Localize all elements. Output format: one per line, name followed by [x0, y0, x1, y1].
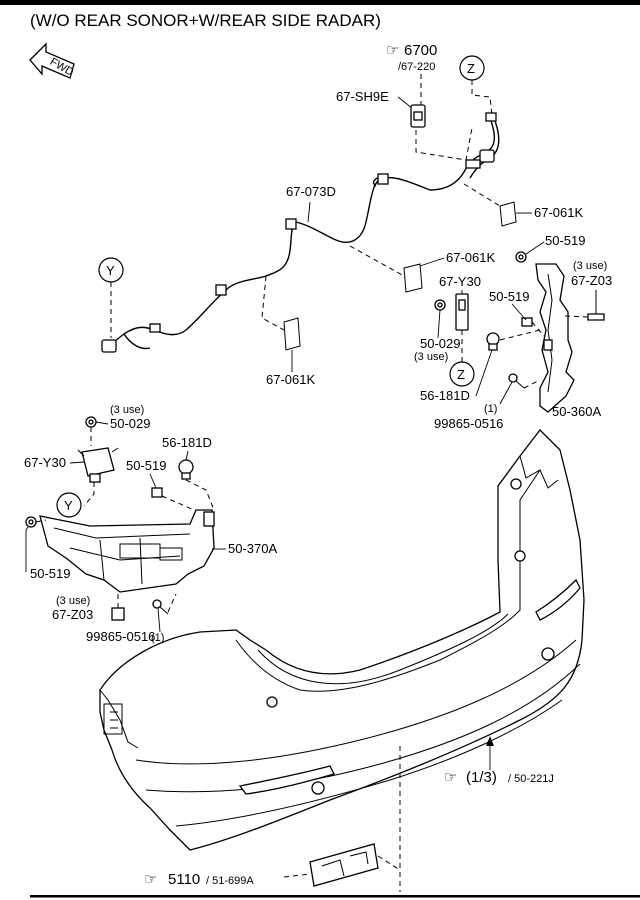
z-marker-right-label: Z	[457, 367, 465, 382]
callout-56-181D-b: 56-181D	[162, 435, 212, 450]
svg-text:☞: ☞	[386, 42, 399, 59]
rear-bumper	[99, 429, 585, 851]
screw-99865-0516-b	[152, 599, 169, 615]
ref-5110-sub: / 51-699A	[206, 875, 254, 887]
svg-text:☞: ☞	[444, 769, 457, 786]
callout-50-029-b-qty: (3 use)	[110, 404, 144, 416]
ref-6700-sub: /67-220	[398, 61, 435, 73]
callout-99865-b-qty: (1)	[151, 632, 164, 644]
callout-50-519-a: 50-519	[545, 233, 585, 248]
ref-bumper-sub: / 50-221J	[508, 773, 554, 785]
y-marker-left-label: Y	[106, 263, 115, 278]
callout-67-Z03-a: 67-Z03	[571, 273, 612, 288]
callout-50-029-b: 50-029	[110, 416, 150, 431]
callout-50-519-b: 50-519	[489, 289, 529, 304]
diagram-title: (W/O REAR SONOR+W/REAR SIDE RADAR)	[30, 11, 381, 30]
grommet-56-181D-a	[486, 332, 500, 351]
clip-67-Z03-b	[111, 607, 125, 621]
callout-50-519-d: 50-519	[30, 566, 70, 581]
ref-bumper[interactable]: ☞ (1/3) / 50-221J	[444, 769, 554, 786]
callout-67-Z03-b: 67-Z03	[52, 607, 93, 622]
callout-99865-b: 99865-0516	[86, 629, 155, 644]
clip-50-029-b	[85, 416, 97, 428]
ref-5110-label: 5110	[168, 871, 200, 888]
screw-99865-0516-a	[508, 373, 525, 389]
callout-50-519-c: 50-519	[126, 458, 166, 473]
nut-50-519-a	[515, 251, 527, 263]
pad-67-061K-a	[499, 201, 517, 227]
connector-67-SH9E	[410, 104, 426, 128]
z-marker-top: Z	[459, 55, 485, 81]
wiring-harness-67-073D	[101, 173, 431, 353]
grommet-56-181D-b	[178, 459, 194, 480]
z-marker-top-label: Z	[467, 61, 475, 76]
bracket-50-360A	[535, 263, 575, 413]
y-marker-lower: Y	[56, 492, 82, 518]
callout-67-061K-a: 67-061K	[534, 205, 583, 220]
bottom-rule	[30, 895, 640, 898]
callout-99865-a-qty: (1)	[484, 403, 497, 415]
z-top-leader	[471, 80, 493, 116]
nut-50-519-d	[25, 516, 37, 528]
ref-6700-label: 6700	[404, 42, 437, 59]
fwd-label: FWD	[48, 56, 76, 79]
harness-upper-bundle	[429, 112, 500, 191]
fwd-arrow-icon: FWD	[29, 42, 76, 79]
nut-50-519-b	[521, 317, 533, 327]
z-marker-right: Z	[449, 361, 475, 387]
clip-67-Z03-a	[587, 290, 605, 321]
callout-99865-a: 99865-0516	[434, 416, 503, 431]
bracket-50-370A	[39, 509, 215, 593]
top-rule	[0, 0, 640, 5]
clip-50-029-a	[434, 299, 446, 311]
nut-50-519-c	[151, 487, 163, 498]
ref-bumper-qty: (1/3)	[466, 769, 497, 786]
license-plate-bracket	[309, 843, 379, 887]
callout-67-Y30-b: 67-Y30	[24, 455, 66, 470]
callout-67-061K-c: 67-061K	[266, 372, 315, 387]
callout-67-073D: 67-073D	[286, 184, 336, 199]
callout-67-Z03-a-qty: (3 use)	[573, 260, 607, 272]
callout-67-Y30-a: 67-Y30	[439, 274, 481, 289]
ref-6700[interactable]: ☞ 6700 /67-220	[386, 42, 437, 73]
sensor-67-Y30-b	[77, 447, 119, 483]
callout-56-181D-a: 56-181D	[420, 388, 470, 403]
callout-50-029-a: 50-029	[420, 336, 460, 351]
sensor-67-Y30-a	[455, 293, 469, 331]
y-marker-lower-label: Y	[64, 498, 73, 513]
callout-67-061K-b: 67-061K	[446, 250, 495, 265]
svg-text:☞: ☞	[144, 871, 157, 888]
y-marker-left: Y	[98, 257, 124, 283]
ref-5110[interactable]: ☞ 5110 / 51-699A	[144, 871, 254, 888]
pad-67-061K-c	[283, 317, 301, 351]
callout-67-SH9E: 67-SH9E	[336, 89, 389, 104]
callout-50-360A: 50-360A	[552, 404, 601, 419]
callout-50-370A: 50-370A	[228, 541, 277, 556]
callout-67-Z03-b-qty: (3 use)	[56, 595, 90, 607]
callout-50-029-a-qty: (3 use)	[414, 351, 448, 363]
pad-67-061K-b	[403, 263, 423, 293]
